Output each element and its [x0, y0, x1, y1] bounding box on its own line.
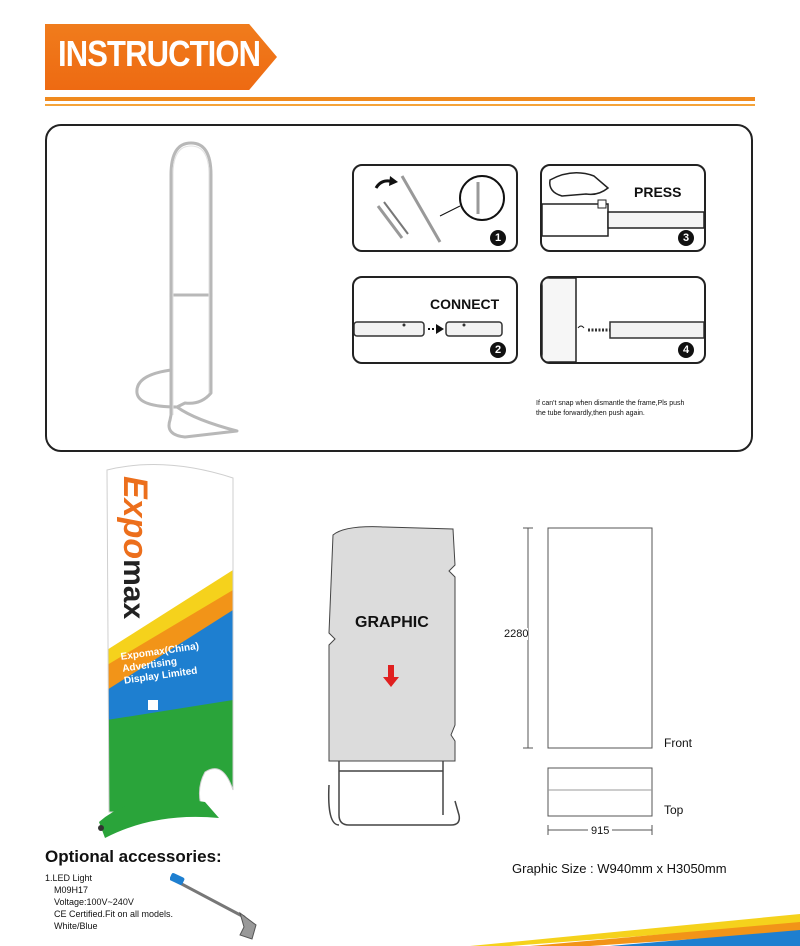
header-rule — [45, 97, 755, 101]
dimension-drawing — [523, 527, 653, 835]
height-dimension: 2280 — [504, 628, 529, 640]
step-number-3: 3 — [678, 230, 694, 246]
step-1-panel: 1 — [352, 164, 518, 252]
accessory-colors: White/Blue — [54, 921, 98, 931]
accessory-item: 1.LED Light — [45, 873, 93, 883]
dismantle-note-line-1: If can't snap when dismantle the frame,P… — [536, 400, 685, 407]
led-light-illustration — [170, 873, 257, 940]
dismantle-note-line-2: the tube forwardly,then push again. — [536, 410, 645, 417]
graphic-size-text: Graphic Size : W940mm x H3050mm — [512, 861, 727, 876]
product-photo — [98, 464, 234, 838]
accessory-model: M09H17 — [54, 885, 89, 895]
brand-logo: Expomax — [115, 476, 154, 619]
brand-logo-suffix: max — [117, 559, 150, 620]
step-2-illustration — [354, 321, 503, 337]
accessory-certification: CE Certified.Fit on all models. — [54, 909, 174, 919]
step-number-4: 4 — [678, 342, 694, 358]
arrow-right-icon — [436, 324, 444, 334]
top-view-label: Top — [664, 803, 684, 817]
step-4-illustration — [542, 278, 704, 362]
arrow-down-icon — [383, 677, 399, 687]
qr-code-icon — [148, 700, 158, 710]
step-number-2: 2 — [490, 342, 506, 358]
step-1-illustration — [374, 175, 505, 243]
step-3-label: PRESS — [634, 184, 682, 200]
instruction-panel — [45, 124, 753, 452]
dismantle-note: If can't snap when dismantle the frame,P… — [536, 399, 684, 419]
step-4-panel: 4 — [540, 276, 706, 364]
frame-illustration — [135, 141, 239, 439]
front-view-label: Front — [664, 736, 693, 750]
brand-logo-prefix: Expo — [116, 476, 154, 560]
graphic-label: GRAPHIC — [355, 614, 429, 631]
header-rule-thin — [45, 104, 755, 106]
step-2-label: CONNECT — [430, 296, 500, 312]
footer-stripes — [470, 914, 800, 946]
accessories-title: Optional accessories: — [45, 847, 222, 866]
step-2-panel: CONNECT 2 — [352, 276, 518, 364]
header-banner — [45, 24, 277, 90]
accessory-voltage: Voltage:100V~240V — [54, 897, 134, 907]
page-title: INSTRUCTION — [58, 33, 261, 74]
step-3-illustration — [542, 172, 704, 237]
graphic-diagram — [327, 526, 461, 826]
step-3-panel: PRESS 3 — [540, 164, 706, 252]
width-dimension: 915 — [588, 825, 613, 837]
step-number-1: 1 — [490, 230, 506, 246]
